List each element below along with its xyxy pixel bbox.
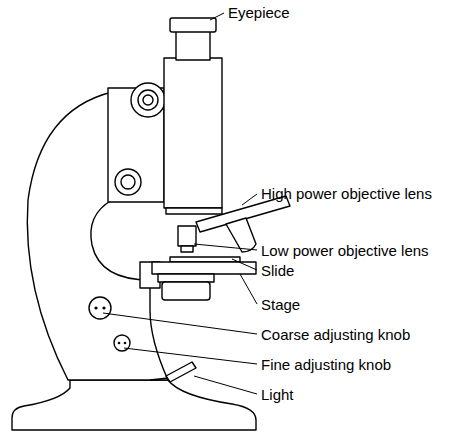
knob-dot (118, 342, 121, 345)
condenser-lens (162, 282, 210, 300)
body-tube (164, 58, 222, 208)
leader-line (242, 194, 257, 205)
arm-knob (121, 175, 135, 189)
part-label: Coarse adjusting knob (261, 326, 410, 343)
arm-knob (131, 83, 165, 117)
leader-line (232, 259, 257, 270)
high-power-objective (226, 218, 256, 252)
condenser (158, 274, 214, 282)
leader-line (194, 376, 257, 394)
part-label: Slide (261, 262, 294, 279)
knob-dot (124, 342, 127, 345)
part-label: Light (261, 386, 294, 403)
light-stem (150, 378, 168, 380)
part-label: Fine adjusting knob (261, 356, 391, 373)
stage (152, 262, 256, 274)
part-label: Low power objective lens (261, 242, 429, 259)
part-label: Stage (261, 296, 300, 313)
leader-line (124, 348, 257, 364)
microscope-base (12, 380, 256, 430)
light-mirror (166, 362, 196, 382)
leader-line (210, 13, 224, 20)
arm-knob (138, 90, 158, 110)
leader-line (240, 274, 257, 304)
arm-knob (115, 169, 141, 195)
low-power-objective (178, 226, 196, 246)
eyepiece-cap (170, 18, 216, 32)
leader-line (103, 313, 257, 334)
slide (170, 257, 240, 262)
arm-knob (143, 95, 153, 105)
knob-dot (94, 306, 97, 309)
part-label: Eyepiece (228, 4, 290, 21)
coarse-knob (89, 297, 111, 319)
knob-dot (102, 306, 105, 309)
leader-line (194, 244, 257, 250)
part-label: High power objective lens (261, 185, 432, 202)
eyepiece-tube (176, 30, 210, 60)
low-power-objective-tip (181, 246, 193, 252)
nosepiece (166, 208, 222, 214)
